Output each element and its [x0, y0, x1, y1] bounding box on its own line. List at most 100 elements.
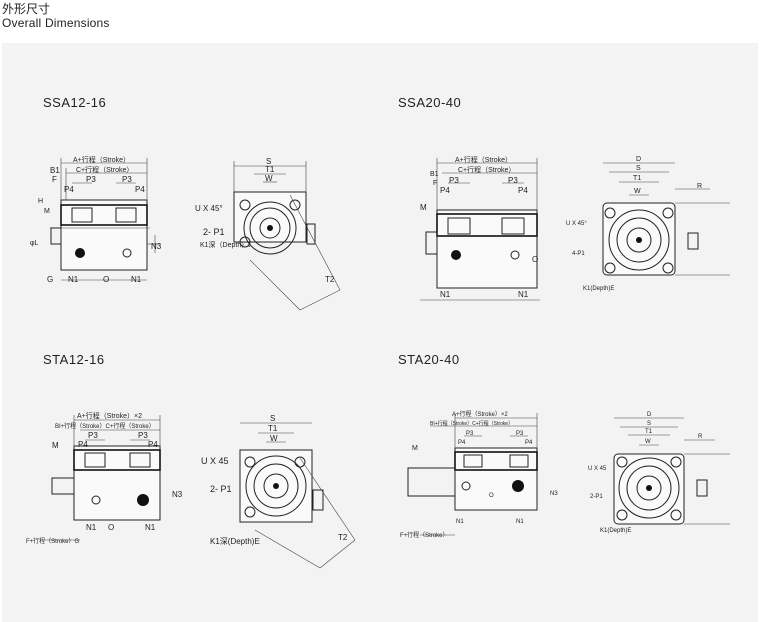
label-p4: P4 [458, 440, 466, 446]
bore-mid [626, 465, 672, 511]
label-n1-right: N1 [518, 290, 529, 299]
label-2-p1: 2- P1 [210, 484, 232, 494]
label-2-p1: 2-P1 [590, 494, 603, 500]
rod-section [73, 449, 161, 471]
label-m: M [412, 445, 418, 452]
ssa12-16-side-view: A+行程（Stroke） C+行程（Stroke） B1 F P3 P3 P4 … [30, 155, 162, 284]
mount-hole [91, 495, 101, 505]
label-n1-right: N1 [516, 519, 524, 525]
rod-end [51, 477, 75, 495]
label-p3-right: P3 [138, 431, 148, 440]
rod-section [436, 213, 538, 237]
bore-center [273, 483, 279, 489]
label-r: R [698, 434, 703, 440]
port-block [84, 452, 106, 468]
rod-end [425, 231, 438, 255]
bore-outer [243, 201, 297, 255]
label-b1: B1 [50, 166, 60, 175]
mount-hole [662, 207, 674, 219]
label-p3: P3 [88, 431, 98, 440]
bore-center [267, 225, 273, 231]
label-s: S [270, 414, 275, 423]
label-phi-l: φL [30, 240, 39, 247]
label-ux45: U X 45° [566, 221, 587, 227]
label-f-stroke: F+行程（Stroke） [400, 531, 449, 539]
label-ux45: U X 45 [201, 456, 229, 466]
label-t1: T1 [645, 429, 653, 435]
label-f: F [433, 180, 437, 187]
cylinder-body [436, 209, 538, 289]
bore-inner [636, 475, 662, 501]
rod-section [454, 451, 538, 471]
label-t2: T2 [325, 275, 335, 284]
mount-hole [510, 250, 520, 260]
label-p4-right: P4 [135, 185, 145, 194]
label-t1: T1 [265, 165, 275, 174]
side-port [306, 223, 316, 245]
cylinder-body [454, 447, 538, 511]
port-block [501, 217, 525, 235]
bore-center [636, 237, 642, 243]
port-block [509, 454, 529, 468]
side-port [696, 479, 708, 497]
label-p4: P4 [78, 440, 88, 449]
label-bi-c: BI+行程（Stroke）C+行程（Stroke） [430, 420, 513, 427]
ssa12-16-end-view: S T1 W U X 45° 2- P1 K1深（Depth）t T2 [195, 157, 341, 311]
label-c-plus: C+行程（Stroke） [458, 165, 515, 174]
mount-hole [289, 199, 301, 211]
port-hole [451, 250, 461, 260]
label-ux45: U X 45 [588, 466, 607, 472]
label-a-plus: A+行程（Stroke） [73, 155, 130, 164]
label-p3-right: P3 [122, 175, 132, 184]
mount-hole [239, 199, 251, 211]
bore-inner [259, 217, 281, 239]
bore-outer [245, 455, 307, 517]
port-block [463, 454, 483, 468]
label-n3: N3 [550, 491, 558, 497]
label-p4-right: P4 [518, 186, 528, 195]
mount-hole [122, 248, 132, 258]
mount-hole [670, 509, 682, 521]
label-2-p1: 2- P1 [203, 227, 225, 237]
label-m: M [44, 208, 50, 215]
mount-hole [461, 481, 471, 491]
label-t2: T2 [338, 533, 348, 542]
sta20-40-side-view: A+行程（Stroke）×2 BI+行程（Stroke）C+行程（Stroke）… [400, 410, 558, 539]
port-block [71, 207, 93, 223]
label-m: M [52, 441, 59, 450]
mount-hole [662, 262, 674, 274]
label-n3: N3 [172, 490, 183, 499]
label-t1: T1 [268, 424, 278, 433]
mount-hole [604, 207, 616, 219]
label-k1: K1(Depth)E [583, 286, 614, 292]
label-w: W [645, 439, 651, 445]
rod-end [50, 227, 62, 245]
port-hole [75, 248, 85, 258]
label-g: G [47, 275, 53, 284]
label-w: W [634, 188, 641, 195]
label-p3: P3 [466, 431, 474, 437]
label-p4: P4 [440, 186, 450, 195]
label-n1-right: N1 [131, 275, 142, 284]
label-d: D [636, 156, 641, 163]
label-w: W [265, 174, 273, 183]
label-bi-c: BI+行程（Stroke）C+行程（Stroke） [55, 422, 155, 430]
cylinder-body [60, 199, 148, 271]
label-a-plus: A+行程（Stroke） [455, 155, 512, 164]
sta20-40-end-view: D S T1 W R U X 45 2-P1 K1(Depth)E [588, 412, 730, 534]
mount-hole [604, 262, 616, 274]
title-english: Overall Dimensions [2, 16, 110, 30]
label-4-p1: 4-P1 [572, 251, 585, 257]
label-p3-right: P3 [516, 431, 524, 437]
mount-hole [244, 456, 256, 468]
port-block [129, 452, 151, 468]
label-o: O [108, 523, 114, 532]
section-title-ssa20-40: SSA20-40 [398, 95, 462, 110]
bore-mid [249, 207, 291, 249]
section-title-ssa12-16: SSA12-16 [43, 95, 107, 110]
label-c-plus: C+行程（Stroke） [76, 165, 133, 174]
rod-section [60, 204, 148, 226]
label-w: W [270, 434, 278, 443]
label-d: D [647, 412, 652, 418]
mount-hole [239, 236, 251, 248]
